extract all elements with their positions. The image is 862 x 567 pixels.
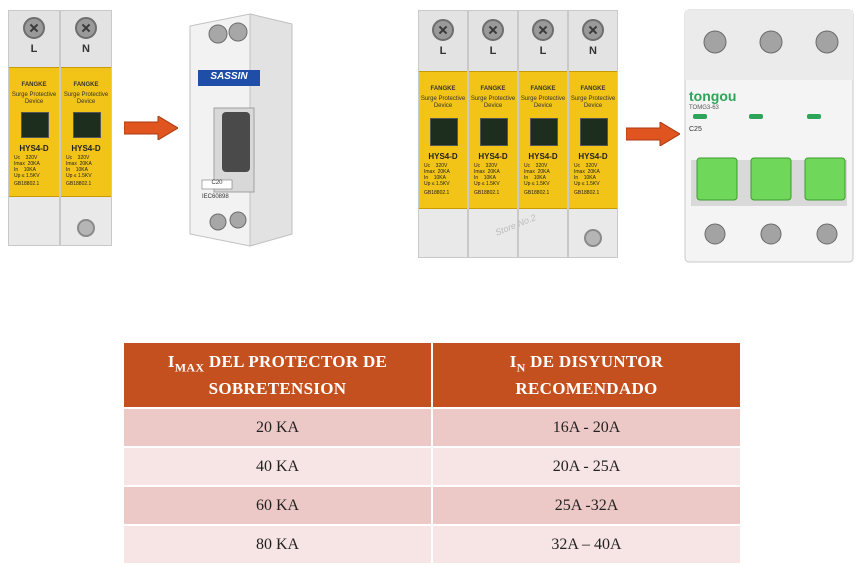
header-symbol: I <box>167 351 175 371</box>
cell-imax: 20 KA <box>124 407 432 447</box>
spec-label: Uc 320V Imax 20KA In 10KA Up ≤ 1.5KV <box>14 155 40 179</box>
spd-module: L FANGKE Surge Protective Device HYS4-D … <box>8 10 60 246</box>
device-title: Device <box>533 103 553 109</box>
model-label: HYS4-D <box>528 152 558 161</box>
pole-label: N <box>82 43 90 55</box>
brand-label: FANGKE <box>480 86 506 92</box>
model-label: TOMG3-63 <box>689 105 719 111</box>
rating-label: C20 <box>211 180 223 186</box>
brand-label: SASSIN <box>210 71 248 82</box>
spd-module: N FANGKE Surge Protective Device HYS4-D … <box>60 10 112 246</box>
status-window <box>73 112 101 138</box>
spec-label: Uc 320V Imax 20KA In 10KA Up ≤ 1.5KV <box>574 163 600 187</box>
device-title: Device <box>433 103 453 109</box>
table-row: 80 KA 32A – 40A <box>124 524 740 563</box>
header-subscript: N <box>516 360 526 375</box>
model-label: HYS4-D <box>578 152 608 161</box>
spd-module: L FANGKE Surge Protective Device HYS4-D … <box>418 10 468 258</box>
device-title: Surge Protective <box>63 92 109 98</box>
standard-label: GB18802.1 <box>524 190 550 196</box>
table-row: 60 KA 25A -32A <box>124 485 740 525</box>
device-title: Device <box>76 99 96 105</box>
rating-label: C25 <box>689 126 702 133</box>
header-symbol: I <box>509 351 517 371</box>
standard-label: GB18802.1 <box>424 190 450 196</box>
breaker-1pole-image: SASSIN C20 IEC60898 <box>180 8 298 248</box>
device-title: Device <box>24 99 44 105</box>
cell-imax: 40 KA <box>124 446 432 486</box>
device-title: Surge Protective <box>470 96 516 102</box>
recommendation-table: IMAX DEL PROTECTOR DE SOBRETENSION IN DE… <box>124 343 740 563</box>
status-window <box>480 118 508 146</box>
cell-breaker: 25A -32A <box>431 485 740 525</box>
device-title: Surge Protective <box>420 96 466 102</box>
device-title: Surge Protective <box>570 96 616 102</box>
spec-label: Uc 320V Imax 20KA In 10KA Up ≤ 1.5KV <box>424 163 450 187</box>
ground-screw-icon <box>584 229 602 247</box>
brand-label: FANGKE <box>21 82 47 88</box>
cell-breaker: 16A - 20A <box>431 407 740 447</box>
standard-label: GB18802.1 <box>574 190 600 196</box>
cell-imax: 60 KA <box>124 485 432 525</box>
model-label: HYS4-D <box>478 152 508 161</box>
arrow-right-icon <box>626 122 680 146</box>
pole-label: L <box>30 43 38 55</box>
brand-label: tongou <box>689 88 737 104</box>
table-row: 40 KA 20A - 25A <box>124 446 740 486</box>
header-text: SOBRETENSION <box>208 379 347 399</box>
status-window <box>530 118 558 146</box>
cell-imax: 80 KA <box>124 524 432 563</box>
model-label: HYS4-D <box>19 144 49 153</box>
status-window <box>21 112 49 138</box>
device-title: Surge Protective <box>11 92 57 98</box>
cell-breaker: 20A - 25A <box>431 446 740 486</box>
spd-module: N FANGKE Surge Protective Device HYS4-D … <box>568 10 618 258</box>
header-text: DEL PROTECTOR DE <box>204 351 388 371</box>
header-subscript: MAX <box>174 360 205 375</box>
ground-screw-icon <box>77 219 95 237</box>
spec-label: Uc 320V Imax 20KA In 10KA Up ≤ 1.5KV <box>474 163 500 187</box>
brand-label: FANGKE <box>430 86 456 92</box>
pole-label: L <box>489 45 497 57</box>
pole-label: L <box>539 45 547 57</box>
spd-4pole-image: L FANGKE Surge Protective Device HYS4-D … <box>418 10 618 258</box>
standard-label: GB18802.1 <box>66 181 92 187</box>
device-title: Surge Protective <box>520 96 566 102</box>
model-label: HYS4-D <box>71 144 101 153</box>
model-label: HYS4-D <box>428 152 458 161</box>
standard-label: GB18802.1 <box>474 190 500 196</box>
breaker-body <box>189 13 293 247</box>
header-imax: IMAX DEL PROTECTOR DE SOBRETENSION <box>124 343 432 408</box>
spd-module: L FANGKE Surge Protective Device HYS4-D … <box>468 10 518 258</box>
standard-label: GB18802.1 <box>14 181 40 187</box>
status-window <box>580 118 608 146</box>
brand-label: FANGKE <box>73 82 99 88</box>
pole-label: L <box>439 45 447 57</box>
breaker-body <box>684 9 854 263</box>
status-window <box>430 118 458 146</box>
spd-2pole-image: L FANGKE Surge Protective Device HYS4-D … <box>8 10 112 246</box>
device-title: Device <box>483 103 503 109</box>
table-header-row: IMAX DEL PROTECTOR DE SOBRETENSION IN DE… <box>124 343 740 408</box>
spd-module: L FANGKE Surge Protective Device HYS4-D … <box>518 10 568 258</box>
cell-breaker: 32A – 40A <box>431 524 740 563</box>
arrow-right-icon <box>124 116 178 140</box>
brand-label: FANGKE <box>580 86 606 92</box>
breaker-3pole-image: tongou TOMG3-63 C25 <box>683 8 855 264</box>
header-text: RECOMENDADO <box>515 379 658 399</box>
header-in: IN DE DISYUNTOR RECOMENDADO <box>431 343 740 408</box>
spec-label: Uc 320V Imax 20KA In 10KA Up ≤ 1.5KV <box>66 155 92 179</box>
brand-label: FANGKE <box>530 86 556 92</box>
header-text: DE DISYUNTOR <box>525 351 664 371</box>
pole-label: N <box>589 45 597 57</box>
table-row: 20 KA 16A - 20A <box>124 407 740 447</box>
standard-label: IEC60898 <box>202 194 229 200</box>
device-title: Device <box>583 103 603 109</box>
spec-label: Uc 320V Imax 20KA In 10KA Up ≤ 1.5KV <box>524 163 550 187</box>
